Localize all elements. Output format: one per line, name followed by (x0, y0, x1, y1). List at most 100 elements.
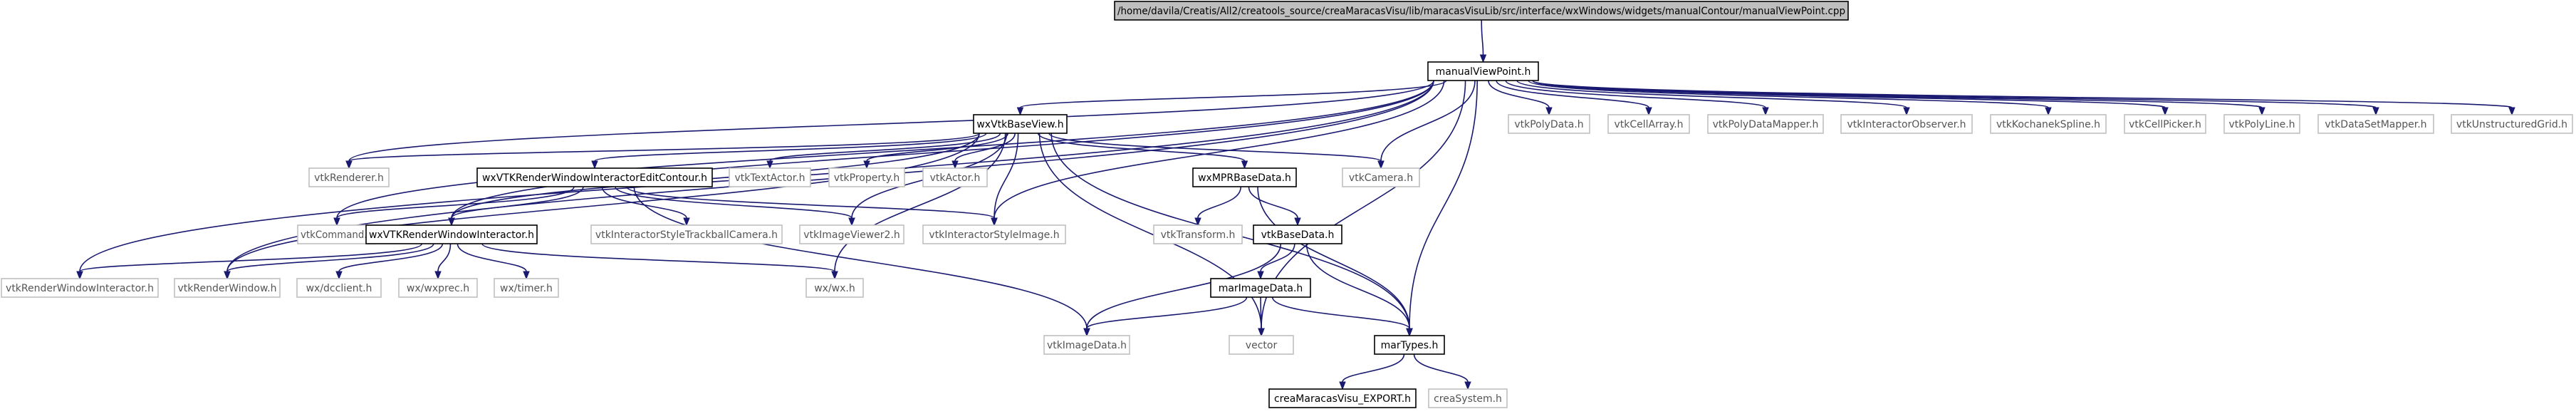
node-vtkTransform: vtkTransform.h (1153, 224, 1243, 244)
node-label: vtkBaseData.h (1261, 229, 1335, 241)
node-label: vtkUnstructuredGrid.h (2456, 119, 2567, 130)
node-label: wxVTKRenderWindowInteractor.h (369, 229, 534, 241)
include-edge (1271, 296, 1413, 337)
node-vtkCommand: vtkCommand.h (297, 224, 377, 244)
node-label: vtkTransform.h (1161, 229, 1236, 241)
include-edge (345, 133, 980, 170)
include-edge (457, 243, 530, 280)
include-edge (1258, 296, 1265, 337)
include-edge (1257, 186, 1413, 337)
node-label: wx/wxprec.h (407, 283, 469, 294)
node-label: vtkPolyDataMapper.h (1713, 119, 1819, 130)
include-edge (1339, 353, 1405, 390)
node-label: wx/timer.h (500, 283, 553, 294)
include-edge (1248, 186, 1301, 227)
node-label: vtkImageViewer2.h (803, 229, 900, 241)
include-edge (633, 186, 1090, 337)
include-edge (1488, 80, 1553, 116)
include-edge (1406, 80, 1479, 337)
include-edge (224, 243, 434, 280)
node-label: vtkProperty.h (834, 172, 899, 184)
node-vtkBaseData[interactable]: vtkBaseData.h (1253, 224, 1342, 244)
node-vtkPolyData: vtkPolyData.h (1508, 114, 1590, 134)
node-vtkRW: vtkRenderWindow.h (174, 278, 281, 298)
include-edge (1257, 243, 1295, 280)
node-imageViewer2: vtkImageViewer2.h (799, 224, 904, 244)
node-label: wxMPRBaseData.h (1198, 172, 1291, 184)
include-edge (1528, 80, 2052, 116)
node-label: creaSystem.h (1434, 393, 1502, 405)
include-edge (335, 243, 444, 280)
node-label: vtkCellPicker.h (2129, 119, 2201, 130)
include-edge (1194, 186, 1242, 227)
node-label: vtkKochanekSpline.h (1996, 119, 2100, 130)
node-label: vtkTextActor.h (734, 172, 805, 184)
node-vtkCellPicker: vtkCellPicker.h (2124, 114, 2206, 134)
node-export[interactable]: creaMaracasVisu_EXPORT.h (1268, 388, 1417, 408)
node-label: vtkRenderWindow.h (178, 283, 277, 294)
node-vtkCellArray: vtkCellArray.h (1607, 114, 1690, 134)
node-label: wx/wx.h (814, 283, 855, 294)
node-vtkRWI: vtkRenderWindowInteractor.h (1, 278, 159, 298)
include-edge (1305, 243, 1413, 337)
include-edge (224, 133, 980, 280)
node-label: wx/dcclient.h (306, 283, 372, 294)
node-label: vtkInteractorObserver.h (1847, 119, 1966, 130)
include-edge (333, 186, 575, 227)
include-edge (448, 186, 584, 227)
node-marTypes[interactable]: marTypes.h (1374, 335, 1445, 355)
node-styleImage: vtkInteractorStyleImage.h (922, 224, 1066, 244)
node-label: vtkCellArray.h (1614, 119, 1683, 130)
node-label: vtkInteractorStyleTrackballCamera.h (595, 229, 778, 241)
node-marImageData[interactable]: marImageData.h (1210, 278, 1311, 298)
node-rwi[interactable]: wxVTKRenderWindowInteractor.h (365, 224, 538, 244)
node-label: vtkRenderer.h (314, 172, 384, 184)
node-timer: wx/timer.h (494, 278, 559, 298)
node-label: vtkPolyData.h (1514, 119, 1583, 130)
node-label: vtkImageData.h (1047, 340, 1127, 351)
include-edge (591, 133, 987, 170)
node-vtkActor: vtkActor.h (922, 167, 988, 187)
node-wxMPR[interactable]: wxMPRBaseData.h (1192, 167, 1297, 187)
node-label: vtkActor.h (930, 172, 981, 184)
node-vector: vector (1229, 335, 1294, 355)
include-edge (1505, 80, 1769, 116)
node-dcclient: wx/dcclient.h (296, 278, 382, 298)
node-creaSystem: creaSystem.h (1428, 388, 1508, 408)
node-vtkImageData: vtkImageData.h (1043, 335, 1130, 355)
node-vtkPolyLine: vtkPolyLine.h (2223, 114, 2300, 134)
include-edge (434, 243, 452, 280)
include-edge (1048, 133, 1385, 170)
node-label: vtkPolyLine.h (2228, 119, 2295, 130)
node-vtkInteractorObserver: vtkInteractorObserver.h (1840, 114, 1973, 134)
node-label: vtkCommand.h (301, 229, 373, 241)
include-edge (766, 133, 1001, 170)
node-label: creaMaracasVisu_EXPORT.h (1274, 393, 1411, 405)
include-edge (1496, 80, 1652, 116)
node-vtkUnstructuredGrid: vtkUnstructuredGrid.h (2451, 114, 2573, 134)
node-vtkDataSetMapper: vtkDataSetMapper.h (2317, 114, 2434, 134)
include-edge (1413, 353, 1471, 390)
node-vtkProperty: vtkProperty.h (828, 167, 905, 187)
node-wxVtkBaseView[interactable]: wxVtkBaseView.h (973, 114, 1068, 134)
include-edge (991, 80, 1445, 227)
include-edge (1083, 296, 1248, 337)
node-editContour[interactable]: wxVTKRenderWindowInteractorEditContour.h (476, 167, 713, 187)
include-edge (1532, 80, 2515, 116)
node-vtkTextActor: vtkTextActor.h (729, 167, 811, 187)
node-mvp[interactable]: manualViewPoint.h (1427, 61, 1539, 81)
node-label: marImageData.h (1219, 283, 1303, 294)
include-edge (1016, 80, 1447, 116)
node-label: vtkDataSetMapper.h (2325, 119, 2426, 130)
include-edge (76, 243, 423, 280)
include-edge (951, 133, 1016, 170)
node-label: /home/davila/Creatis/All2/creatools_sour… (1117, 6, 1845, 17)
include-edge (626, 186, 998, 227)
node-wxprec: wx/wxprec.h (398, 278, 478, 298)
node-root[interactable]: /home/davila/Creatis/All2/creatools_sour… (1114, 1, 1849, 21)
node-vtkKochanekSpline: vtkKochanekSpline.h (1990, 114, 2107, 134)
include-edge (481, 243, 838, 280)
node-label: wxVTKRenderWindowInteractorEditContour.h (482, 172, 707, 184)
